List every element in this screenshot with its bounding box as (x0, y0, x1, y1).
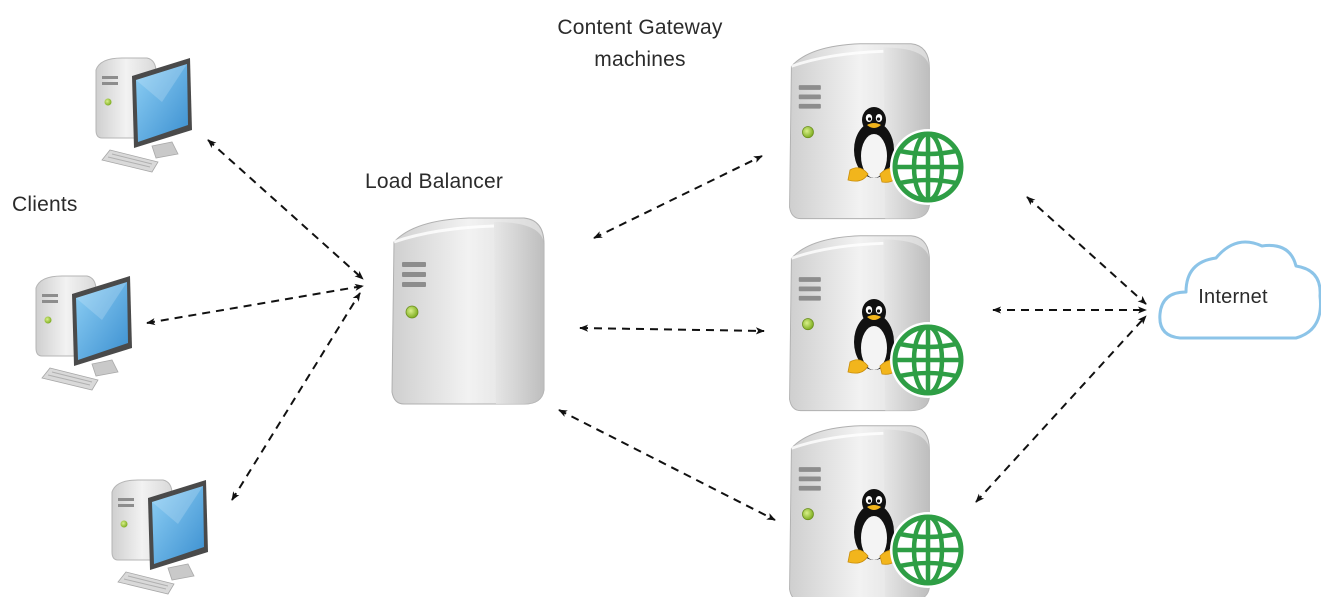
arrow-client-2-lb (146, 283, 364, 326)
gateway-label-line1: Content Gateway (557, 16, 723, 39)
globe-icon (890, 129, 966, 205)
gateway-label-line2: machines (594, 48, 686, 71)
load-balancer-label: Load Balancer (365, 170, 504, 193)
gateway-1-globe (890, 129, 966, 205)
gateway-3-globe (890, 512, 966, 588)
desktop-computer-icon (35, 275, 133, 391)
client-2 (35, 275, 133, 391)
arrow-client-3-lb (231, 292, 361, 501)
arrow-lb-gateway-1 (593, 155, 763, 239)
globe-icon (890, 322, 966, 398)
arrow-gateway-3-internet (975, 315, 1147, 503)
desktop-computer-icon (111, 479, 209, 595)
globe-icon (890, 512, 966, 588)
arrow-lb-gateway-3 (558, 409, 776, 521)
gateway-label: Content Gateway machines (530, 12, 750, 76)
load-balancer (390, 216, 546, 406)
arrow-client-1-lb (207, 139, 364, 280)
internet-label: Internet (1198, 286, 1268, 308)
connector-arrows (146, 139, 1147, 521)
arrow-gateway-1-internet (1026, 196, 1147, 305)
client-3 (111, 479, 209, 595)
desktop-computer-icon (95, 57, 193, 173)
clients-label: Clients (12, 193, 78, 216)
arrow-lb-gateway-2 (579, 324, 765, 335)
gateway-2-globe (890, 322, 966, 398)
client-1 (95, 57, 193, 173)
cloud-icon (1158, 240, 1321, 340)
server-tower-icon (390, 216, 546, 406)
